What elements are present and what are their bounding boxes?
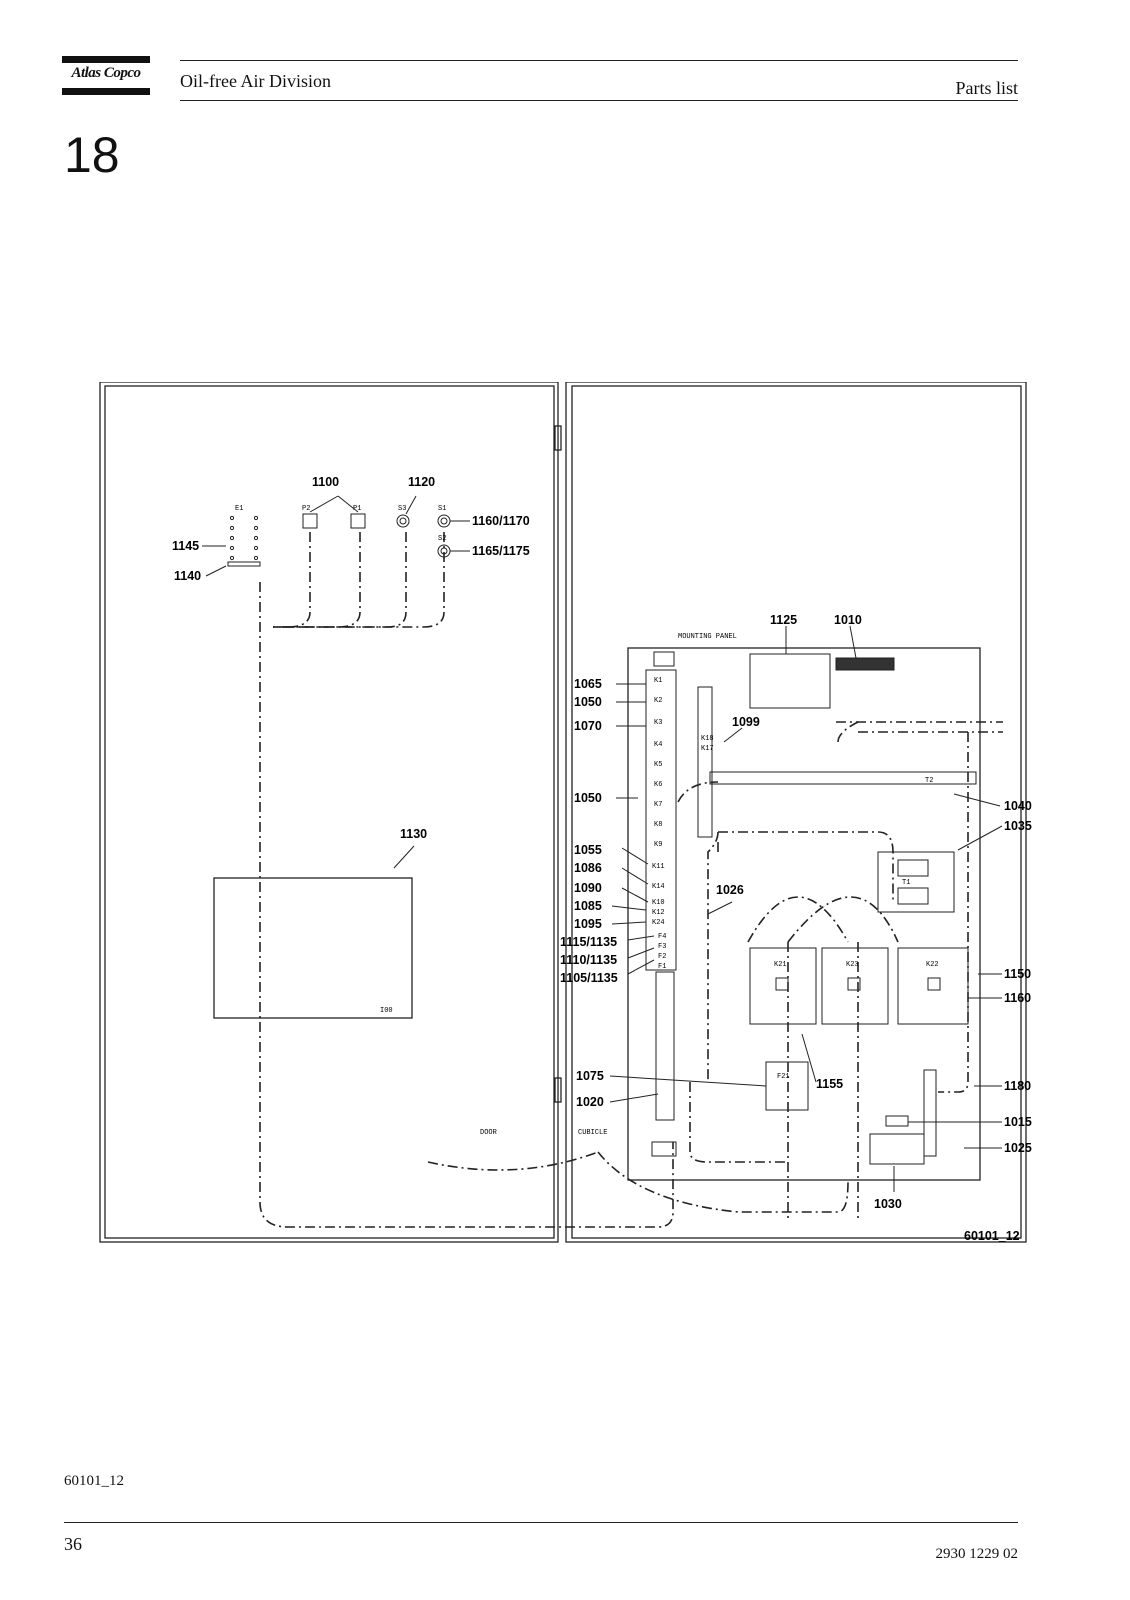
relay-k10: K10: [652, 899, 665, 907]
callout-1065: 1065: [574, 677, 602, 691]
callout-1160: 1160: [1004, 991, 1031, 1005]
fuse-f4: F4: [658, 933, 666, 941]
callout-1020: 1020: [576, 1095, 604, 1109]
electrical-cubicle-diagram: E1 P2 P1 S3 S1 S2 I00 1100 1120 1160/117…: [99, 382, 1032, 1243]
callout-1110-1135: 1110/1135: [560, 953, 617, 967]
logo-bar-top: [62, 56, 150, 63]
callout-1160-1170: 1160/1170: [472, 514, 530, 528]
callout-1115-1135: 1115/1135: [560, 935, 617, 949]
relay-k7: K7: [654, 801, 662, 809]
figure-id-label: 60101_12: [964, 1229, 1020, 1243]
callout-1085: 1085: [574, 899, 602, 913]
callout-1086: 1086: [574, 861, 602, 875]
relay-k11: K11: [652, 863, 665, 871]
callout-1150: 1150: [1004, 967, 1031, 981]
callout-1050-bottom: 1050: [574, 791, 602, 805]
division-title: Oil-free Air Division: [180, 71, 331, 91]
relay-k12: K12: [652, 909, 665, 917]
callout-1026: 1026: [716, 883, 744, 897]
callout-1140: 1140: [174, 569, 201, 583]
callout-1105-1135: 1105/1135: [560, 971, 618, 985]
label-s1: S1: [438, 505, 446, 513]
label-door: DOOR: [480, 1129, 498, 1137]
label-t1: T1: [902, 879, 910, 887]
logo-text: Atlas Copco: [71, 65, 141, 81]
relay-k14: K14: [652, 883, 665, 891]
document-type: Parts list: [955, 78, 1018, 98]
label-k17: K17: [701, 745, 714, 753]
callout-1130: 1130: [400, 827, 427, 841]
callout-1055: 1055: [574, 843, 602, 857]
fuse-f1: F1: [658, 963, 666, 971]
callout-1099: 1099: [732, 715, 760, 729]
page-number: 36: [64, 1534, 82, 1554]
callout-1050-top: 1050: [574, 695, 602, 709]
relay-k9: K9: [654, 841, 662, 849]
callout-1125: 1125: [770, 613, 797, 627]
label-p1: P1: [353, 505, 361, 513]
callout-1015: 1015: [1004, 1115, 1032, 1129]
relay-k3: K3: [654, 719, 662, 727]
callout-1035: 1035: [1004, 819, 1032, 833]
relay-k6: K6: [654, 781, 662, 789]
callout-1120: 1120: [408, 475, 435, 489]
fuse-f3: F3: [658, 943, 666, 951]
label-i00: I00: [380, 1007, 393, 1015]
relay-k24: K24: [652, 919, 665, 927]
footer-rule: [64, 1522, 1018, 1523]
label-mounting-panel: MOUNTING PANEL: [678, 633, 737, 641]
callout-1145: 1145: [172, 539, 199, 553]
chapter-number: 18: [64, 127, 120, 183]
callout-1010: 1010: [834, 613, 862, 627]
label-cubicle: CUBICLE: [578, 1129, 607, 1137]
relay-k2: K2: [654, 697, 662, 705]
callout-1040: 1040: [1004, 799, 1032, 813]
callout-1075: 1075: [576, 1069, 604, 1083]
callout-1030: 1030: [874, 1197, 902, 1211]
logo-bar-bottom: [62, 88, 150, 95]
callout-1100: 1100: [312, 475, 339, 489]
header-rule-bottom: [180, 100, 1018, 101]
label-t2: T2: [925, 777, 933, 785]
document-number: 2930 1229 02: [935, 1546, 1019, 1562]
relay-k4: K4: [654, 741, 662, 749]
header-rule-top: [180, 60, 1018, 61]
label-k18: K18: [701, 735, 714, 743]
label-s2: S2: [438, 535, 446, 543]
callout-1155: 1155: [816, 1077, 843, 1091]
figure-caption: 60101_12: [64, 1473, 124, 1489]
relay-k8: K8: [654, 821, 662, 829]
label-s3: S3: [398, 505, 406, 513]
relay-k1: K1: [654, 677, 662, 685]
label-p2: P2: [302, 505, 310, 513]
callout-1070: 1070: [574, 719, 602, 733]
callout-1090: 1090: [574, 881, 602, 895]
callout-1165-1175: 1165/1175: [472, 544, 530, 558]
relay-k5: K5: [654, 761, 662, 769]
callout-1025: 1025: [1004, 1141, 1032, 1155]
callout-1095: 1095: [574, 917, 602, 931]
atlas-copco-logo: Atlas Copco: [62, 56, 150, 98]
label-k22: K22: [926, 961, 939, 969]
callout-1180: 1180: [1004, 1079, 1031, 1093]
label-k23: K23: [846, 961, 859, 969]
label-e1: E1: [235, 505, 243, 513]
fuse-f2: F2: [658, 953, 666, 961]
label-f21: F21: [777, 1073, 790, 1081]
label-k21: K21: [774, 961, 787, 969]
